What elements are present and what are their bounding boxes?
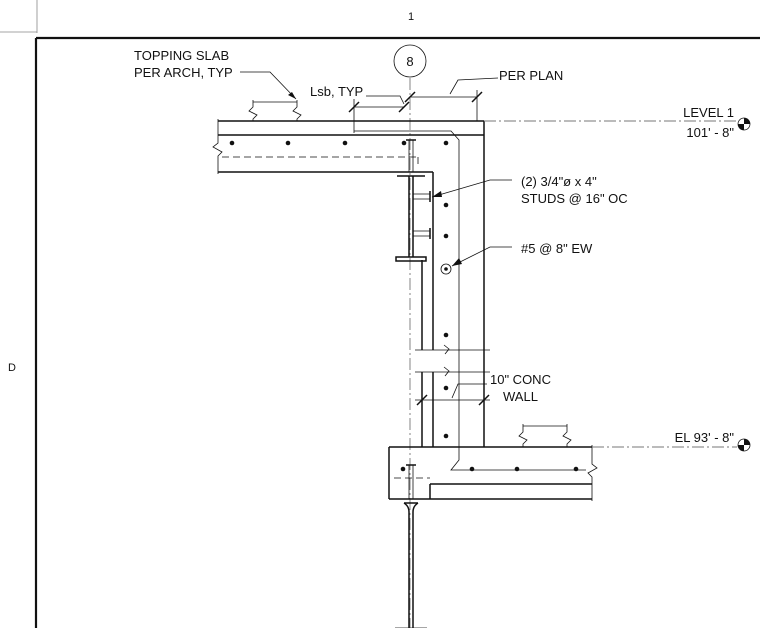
grid-bubble-label: 8 (406, 54, 413, 69)
wall-label-line2: WALL (503, 389, 538, 404)
lower-slab (388, 310, 598, 501)
row-reference: D (8, 362, 16, 374)
concrete-wall (415, 121, 490, 447)
topping-slab-leader (240, 71, 302, 121)
upper-slab (212, 119, 484, 174)
lower-elevation-label: EL 93' - 8" (675, 430, 735, 445)
level-1-name: LEVEL 1 (683, 105, 734, 120)
per-plan-dimension (404, 77, 499, 121)
rebar-label: #5 @ 8" EW (521, 241, 593, 256)
studs-leader (431, 179, 512, 198)
wall-label-line1: 10" CONC (490, 372, 551, 387)
per-plan-label: PER PLAN (499, 68, 563, 83)
lower-steel-column (395, 464, 427, 628)
level-1-elevation: 101' - 8" (686, 125, 734, 140)
lsb-label: Lsb, TYP (310, 84, 363, 99)
lower-topping-symbol (518, 424, 572, 447)
grid-bubble (393, 44, 427, 78)
studs-label-line1: (2) 3/4"ø x 4" (521, 174, 597, 189)
lsb-dimension (348, 95, 410, 133)
rebar-leader (451, 246, 512, 267)
upper-rebar-hook (354, 130, 460, 310)
rebar-dots (229, 140, 579, 472)
wall-dimension (415, 383, 490, 406)
studs-label-line2: STUDS @ 16" OC (521, 191, 628, 206)
topping-slab-label-line2: PER ARCH, TYP (134, 65, 233, 80)
upper-steel-beam (395, 139, 431, 262)
level-1-line (484, 117, 751, 131)
lower-level-line (592, 438, 751, 452)
column-reference: 1 (408, 11, 414, 23)
topping-slab-label-line1: TOPPING SLAB (134, 48, 229, 63)
